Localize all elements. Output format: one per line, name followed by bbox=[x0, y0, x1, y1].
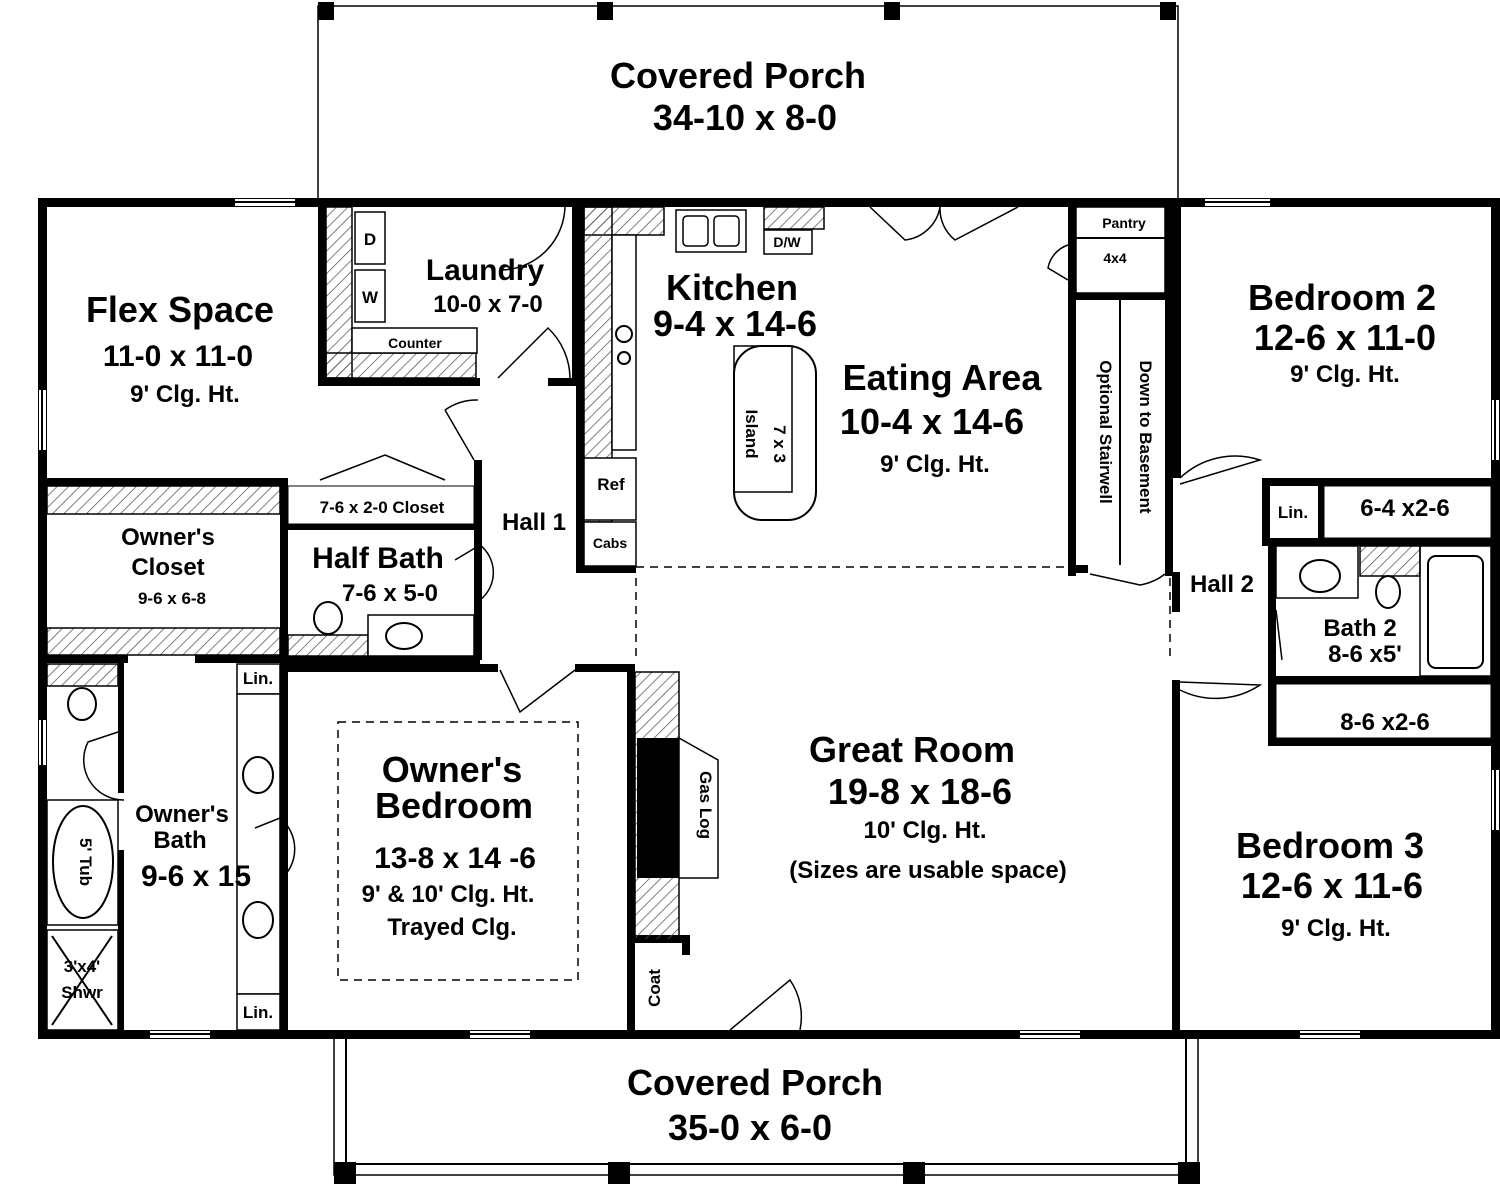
coat-closet-label: Coat bbox=[645, 969, 664, 1007]
owners-bath-labels: Owner's Bath 9-6 x 15 5' Tub 3'x4' Shwr … bbox=[61, 669, 273, 1022]
closet-bedroom2-size: 6-4 x2-6 bbox=[1360, 495, 1449, 522]
great-room-size: 19-8 x 18-6 bbox=[828, 771, 1012, 812]
eating-area-name: Eating Area bbox=[843, 357, 1043, 398]
owners-bedroom-line1: Owner's bbox=[382, 749, 523, 790]
linen-closet-top: Lin. bbox=[1278, 503, 1308, 522]
porch-bottom-size: 35-0 x 6-0 bbox=[668, 1107, 832, 1148]
closet-76-label: 7-6 x 2-0 Closet bbox=[320, 498, 445, 517]
bedroom3-labels: Bedroom 3 12-6 x 11-6 9' Clg. Ht. bbox=[1236, 825, 1424, 942]
bath2-name: Bath 2 bbox=[1323, 615, 1396, 642]
kitchen-name: Kitchen bbox=[666, 267, 798, 308]
porch-top-name: Covered Porch bbox=[610, 55, 866, 96]
laundry-labels: Laundry 10-0 x 7-0 Counter D W bbox=[362, 230, 545, 351]
owners-closet-size: 9-6 x 6-8 bbox=[138, 589, 206, 608]
eating-area-labels: Eating Area 10-4 x 14-6 9' Clg. Ht. bbox=[840, 357, 1042, 478]
pantry-name: Pantry bbox=[1102, 215, 1146, 231]
hall1-label: Hall 1 bbox=[502, 509, 566, 536]
dashed-openings bbox=[337, 566, 1171, 981]
tub-label: 5' Tub bbox=[76, 838, 95, 886]
porch-bottom bbox=[333, 1034, 1200, 1184]
bedroom3-ceiling: 9' Clg. Ht. bbox=[1281, 915, 1391, 942]
laundry-name: Laundry bbox=[426, 254, 545, 287]
bath2-labels: Bath 2 8-6 x5' bbox=[1323, 615, 1402, 668]
half-bath-size: 7-6 x 5-0 bbox=[342, 580, 438, 607]
bedroom2-name: Bedroom 2 bbox=[1248, 277, 1436, 318]
flex-space-name: Flex Space bbox=[86, 289, 274, 330]
owners-bath-line1: Owner's bbox=[135, 801, 229, 828]
shower-size: 3'x4' bbox=[64, 957, 100, 976]
bedroom2-size: 12-6 x 11-0 bbox=[1254, 317, 1436, 358]
laundry-counter: Counter bbox=[388, 335, 442, 351]
bedroom3-size: 12-6 x 11-6 bbox=[1241, 865, 1423, 906]
gas-log-label: Gas Log bbox=[696, 771, 715, 839]
kitchen-size: 9-4 x 14-6 bbox=[653, 303, 817, 344]
bedroom3-name: Bedroom 3 bbox=[1236, 825, 1424, 866]
linen-closet-bath-top: Lin. bbox=[243, 669, 273, 688]
owners-bedroom-ceiling: 9' & 10' Clg. Ht. bbox=[362, 881, 535, 908]
fixtures bbox=[46, 206, 1492, 1031]
fireplace-labels: Gas Log Coat bbox=[645, 771, 715, 1007]
door-swings bbox=[83, 204, 1283, 1031]
porch-bottom-name: Covered Porch bbox=[627, 1062, 883, 1103]
bedroom2-labels: Bedroom 2 12-6 x 11-0 9' Clg. Ht. bbox=[1248, 277, 1436, 388]
flex-space-labels: Flex Space 11-0 x 11-0 9' Clg. Ht. bbox=[86, 289, 274, 408]
porch-top-size: 34-10 x 8-0 bbox=[653, 97, 837, 138]
flex-space-ceiling: 9' Clg. Ht. bbox=[130, 381, 240, 408]
porch-bottom-labels: Covered Porch 35-0 x 6-0 bbox=[627, 1062, 883, 1148]
exterior-walls bbox=[38, 198, 1500, 1039]
closet-bedroom3-size: 8-6 x2-6 bbox=[1340, 709, 1429, 736]
pantry-labels: Pantry 4x4 bbox=[1102, 215, 1146, 266]
washer-label: W bbox=[362, 288, 379, 307]
laundry-size: 10-0 x 7-0 bbox=[433, 291, 542, 318]
great-room-note: (Sizes are usable space) bbox=[789, 857, 1066, 884]
owners-closet-labels: Owner's Closet 9-6 x 6-8 bbox=[121, 524, 215, 608]
bedroom2-ceiling: 9' Clg. Ht. bbox=[1290, 361, 1400, 388]
pantry-size: 4x4 bbox=[1103, 250, 1127, 266]
half-bath-labels: Half Bath 7-6 x 5-0 bbox=[312, 542, 444, 607]
owners-closet-line2: Closet bbox=[131, 554, 204, 581]
stair-line2: Down to Basement bbox=[1136, 360, 1155, 513]
owners-bath-line2: Bath bbox=[153, 827, 206, 854]
half-bath-name: Half Bath bbox=[312, 542, 444, 575]
bath2-size: 8-6 x5' bbox=[1328, 641, 1402, 668]
stair-labels: Optional Stairwell Down to Basement bbox=[1096, 360, 1155, 514]
stair-line1: Optional Stairwell bbox=[1096, 360, 1115, 504]
hall2-label: Hall 2 bbox=[1190, 571, 1254, 598]
island-size: 7 x 3 bbox=[770, 425, 789, 463]
closet-76-labels: 7-6 x 2-0 Closet bbox=[320, 498, 445, 517]
owners-bedroom-line2: Bedroom bbox=[375, 785, 533, 826]
owners-bath-size: 9-6 x 15 bbox=[141, 860, 251, 893]
flex-space-size: 11-0 x 11-0 bbox=[103, 340, 253, 373]
eating-area-size: 10-4 x 14-6 bbox=[840, 401, 1024, 442]
dishwasher-label: D/W bbox=[773, 234, 801, 250]
closet-labels-right: Lin. 6-4 x2-6 8-6 x2-6 bbox=[1278, 495, 1450, 736]
porch-top-labels: Covered Porch 34-10 x 8-0 bbox=[610, 55, 866, 138]
great-room-name: Great Room bbox=[809, 729, 1015, 770]
great-room-labels: Great Room 19-8 x 18-6 10' Clg. Ht. (Siz… bbox=[789, 729, 1066, 884]
hall-labels: Hall 1 Hall 2 bbox=[502, 509, 1254, 598]
cabinets-label: Cabs bbox=[593, 535, 627, 551]
great-room-ceiling: 10' Clg. Ht. bbox=[863, 817, 986, 844]
dryer-label: D bbox=[364, 230, 376, 249]
owners-bedroom-size: 13-8 x 14 -6 bbox=[374, 842, 536, 875]
owners-closet-line1: Owner's bbox=[121, 524, 215, 551]
refrigerator-label: Ref bbox=[597, 475, 625, 494]
linen-closet-bath-bottom: Lin. bbox=[243, 1003, 273, 1022]
owners-bedroom-trayed: Trayed Clg. bbox=[387, 914, 516, 941]
kitchen-labels: Kitchen 9-4 x 14-6 D/W Ref Cabs Island 7… bbox=[593, 234, 817, 551]
shower-label: Shwr bbox=[61, 983, 103, 1002]
island-label: Island bbox=[742, 409, 761, 458]
eating-area-ceiling: 9' Clg. Ht. bbox=[880, 451, 990, 478]
owners-bedroom-labels: Owner's Bedroom 13-8 x 14 -6 9' & 10' Cl… bbox=[362, 749, 536, 941]
